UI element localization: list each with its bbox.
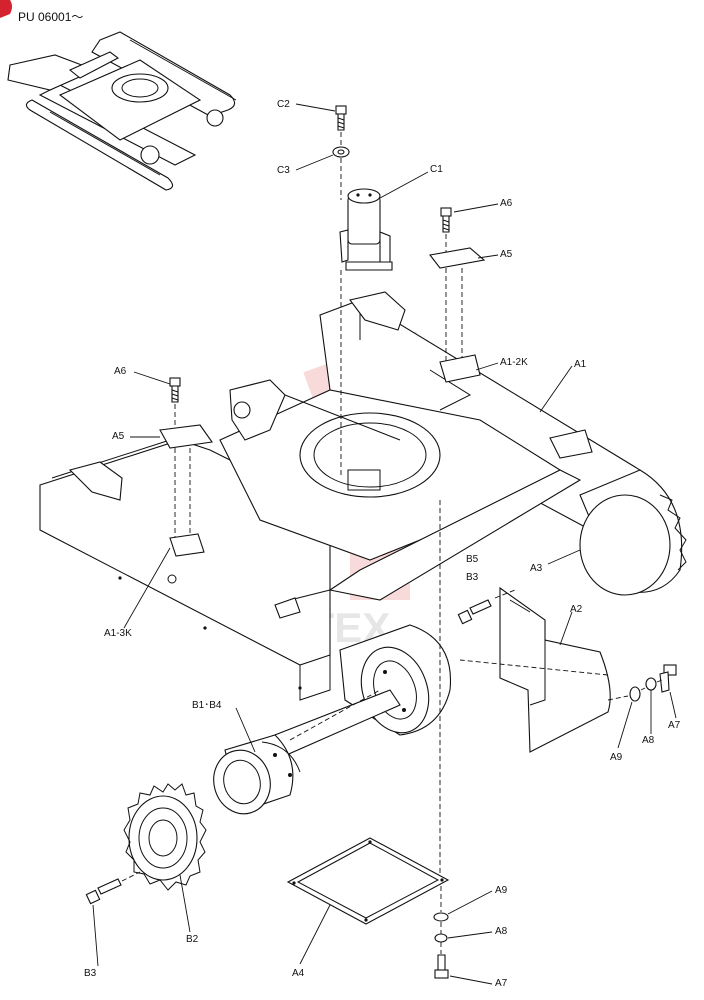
bolt-A6-left xyxy=(169,377,181,403)
machine-overview-inset xyxy=(7,31,237,191)
bolt-A7-bottom xyxy=(434,954,449,979)
label-A7-bottom: A7 xyxy=(495,978,508,989)
washer-C3 xyxy=(332,146,350,158)
bolt-A6-right xyxy=(440,207,452,233)
travel-motor-B1-B4 xyxy=(213,689,401,815)
plate-A5-right xyxy=(429,247,486,269)
part-labels: C2 C3 C1 A6 A5 A1-2K A1 A6 A5 A3 A1-3K B… xyxy=(84,99,681,989)
bolt-B5-B3-top xyxy=(457,599,492,625)
cover-A2 xyxy=(499,586,611,753)
label-A8-right: A8 xyxy=(642,735,655,746)
washer-A8-right xyxy=(645,677,657,691)
label-A3: A3 xyxy=(530,563,543,574)
label-A2: A2 xyxy=(570,604,583,615)
bolt-A7-right xyxy=(659,664,677,693)
label-B3-bottom: B3 xyxy=(84,968,97,979)
corner-mark-icon xyxy=(0,0,12,18)
label-A7-right: A7 xyxy=(668,720,681,731)
label-A1-3K: A1-3K xyxy=(104,628,132,639)
bolt-B3-bottom xyxy=(85,878,122,905)
label-A6-right: A6 xyxy=(500,198,513,209)
label-A4: A4 xyxy=(292,968,305,979)
label-C2: C2 xyxy=(277,99,290,110)
bolt-C2 xyxy=(335,105,347,131)
label-B5: B5 xyxy=(466,554,479,565)
washer-A9-right xyxy=(629,686,641,702)
plate-A5-left xyxy=(159,424,213,449)
serial-range: PU 06001～ xyxy=(18,10,83,24)
track-frame-A1 xyxy=(39,291,687,690)
washer-A8-bottom xyxy=(434,933,448,943)
label-A8-bottom: A8 xyxy=(495,926,508,937)
sprocket-B2 xyxy=(123,783,207,891)
label-A9-bottom: A9 xyxy=(495,885,508,896)
label-A6-left: A6 xyxy=(114,366,127,377)
label-C3: C3 xyxy=(277,165,290,176)
label-A1: A1 xyxy=(574,359,587,370)
label-B2: B2 xyxy=(186,934,199,945)
label-B1-B4: B1･B4 xyxy=(192,700,222,711)
label-C1: C1 xyxy=(430,164,443,175)
label-A5-left: A5 xyxy=(112,431,125,442)
label-B3-top: B3 xyxy=(466,572,479,583)
washer-A9-bottom xyxy=(433,912,449,922)
label-A5-right: A5 xyxy=(500,249,513,260)
label-A1-2K: A1-2K xyxy=(500,357,528,368)
leader-lines xyxy=(92,103,677,985)
under-cover-A4 xyxy=(286,837,450,925)
label-A9-right: A9 xyxy=(610,752,623,763)
swivel-joint-C1 xyxy=(339,188,393,271)
